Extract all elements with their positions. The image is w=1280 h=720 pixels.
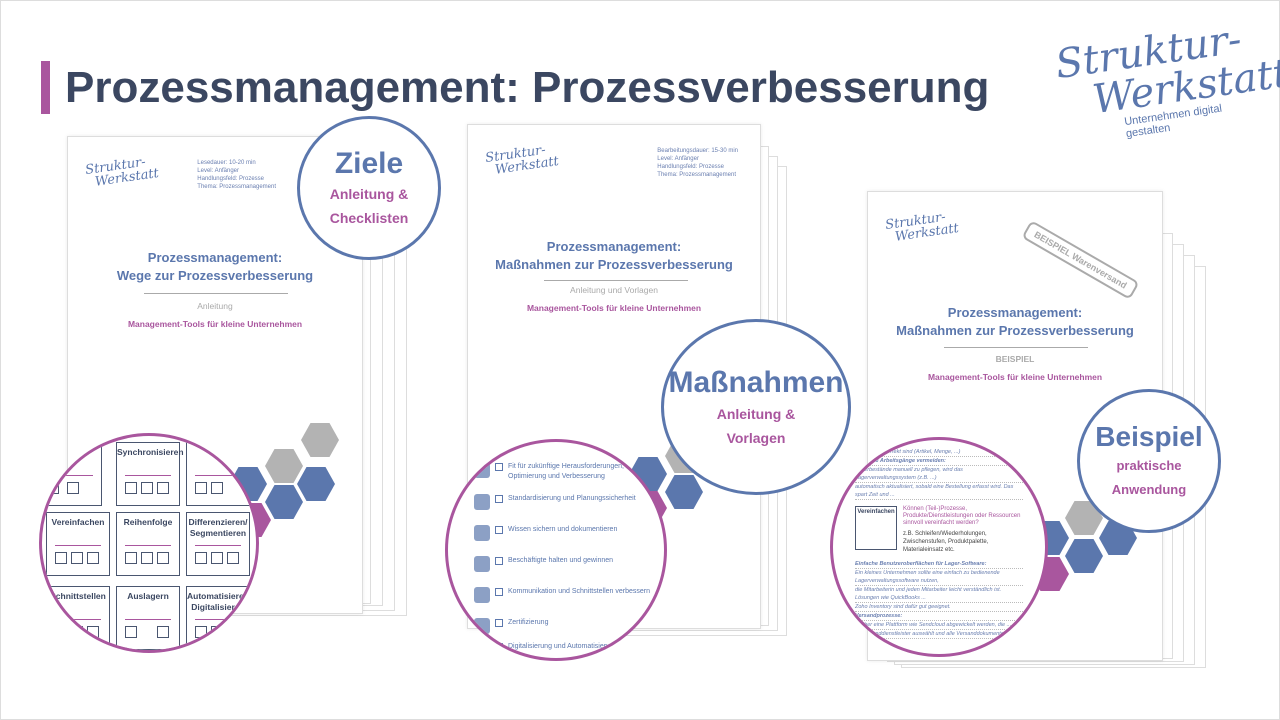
zoom-circle-example: Lieferdaten korrekt sind (Artikel, Menge… <box>830 437 1048 657</box>
tile <box>42 442 102 506</box>
mini-logo: Struktur-Werkstatt <box>84 154 160 190</box>
example-content: Lieferdaten korrekt sind (Artikel, Menge… <box>833 440 1045 639</box>
tile: Schnittstellen <box>46 586 110 650</box>
example-line: ... Versanddienstleister auswählt und al… <box>855 630 1023 639</box>
mini-logo: Struktur-Werkstatt <box>884 209 960 245</box>
target-icon <box>474 462 490 478</box>
checkbox[interactable] <box>495 588 503 596</box>
checkbox[interactable] <box>495 495 503 503</box>
checkbox[interactable] <box>495 643 503 651</box>
hexagon <box>1065 539 1103 573</box>
document-series: Management-Tools für kleine Unternehmen <box>127 319 303 329</box>
example-question: Können (Teil-)Prozesse, Produkte/Dienstl… <box>903 506 1021 526</box>
example-line: Lieferdaten korrekt sind (Artikel, Menge… <box>855 448 1023 457</box>
example-line: Ein kleines Unternehmen sollte eine einf… <box>855 569 1023 586</box>
checkbox[interactable] <box>495 463 503 471</box>
document-title: Prozessmanagement:Maßnahmen zur Prozessv… <box>896 305 1134 338</box>
tile: Automatisieren/ Digitalisieren <box>186 586 251 650</box>
hexagon <box>265 449 303 483</box>
example-line: Versandprozesse: <box>855 612 1023 621</box>
certificate-icon <box>474 618 490 634</box>
document-type: BEISPIEL <box>995 354 1035 364</box>
example-hint: z.B. Schleifen/Wiederholungen, Zwischens… <box>903 531 989 553</box>
lightbulb-icon <box>474 525 490 541</box>
badge-ziele: Ziele Anleitung &Checklisten <box>297 116 441 260</box>
example-line: Einfache Benutzeroberflächen für Lager-S… <box>855 560 1023 569</box>
automation-icon <box>474 642 490 658</box>
checkbox[interactable] <box>495 619 503 627</box>
tile-vereinfachen: Vereinfachen <box>855 506 897 550</box>
document-series: Management-Tools für kleine Unternehmen <box>526 303 702 313</box>
document-title: Prozessmanagement:Maßnahmen zur Prozessv… <box>495 239 733 272</box>
struktur-werkstatt-logo: Struktur- Werkstatt Unternehmen digital … <box>1053 16 1280 145</box>
gears-icon <box>474 494 490 510</box>
tile: Synchronisieren <box>116 442 184 506</box>
tile: Reihenfolge <box>116 512 180 576</box>
document-type: Anleitung und Vorlagen <box>570 285 658 295</box>
example-line: Doppelte Arbeitsgänge vermeiden: <box>855 457 1023 466</box>
communication-icon <box>474 587 490 603</box>
example-line: die Mitarbeiterin und jeden Mitarbeiter … <box>855 586 1023 603</box>
zoom-circle-tiles: Synchronisieren Vereinfachen Reihenfolge… <box>39 433 259 653</box>
checkbox[interactable] <box>495 557 503 565</box>
document-type: Anleitung <box>197 301 233 311</box>
badge-massnahmen: Maßnahmen Anleitung &Vorlagen <box>661 319 851 495</box>
hexagon <box>265 485 303 519</box>
mini-logo: Struktur-Werkstatt <box>484 142 560 178</box>
title-accent-bar <box>41 61 50 114</box>
checkbox[interactable] <box>495 526 503 534</box>
tile <box>186 442 250 506</box>
tile: Auslagern <box>116 586 180 650</box>
handshake-icon <box>474 556 490 572</box>
tile: Differenzieren/ Segmentieren <box>186 512 250 576</box>
document-series: Management-Tools für kleine Unternehmen <box>927 372 1103 382</box>
example-line: Lagerbestände manuell zu pflegen, wird d… <box>855 466 1023 483</box>
document-title: Prozessmanagement:Wege zur Prozessverbes… <box>116 250 314 283</box>
hexagon <box>297 467 335 501</box>
zoom-circle-checklist: Fit für zukünftige Herausforderungen, Op… <box>445 439 667 661</box>
tile: Vereinfachen <box>46 512 110 576</box>
example-line: Zoho Inventory sind dafür gut geeignet. <box>855 603 1023 612</box>
example-line: ... über eine Plattform wie Sendcloud ab… <box>855 621 1023 630</box>
example-line: automatisch aktualisiert, sobald eine Be… <box>855 483 1023 500</box>
hexagon <box>301 423 339 457</box>
example-stamp: BEISPIEL Warenversand <box>1021 220 1140 300</box>
page-title: Prozessmanagement: Prozessverbesserung <box>65 63 990 112</box>
